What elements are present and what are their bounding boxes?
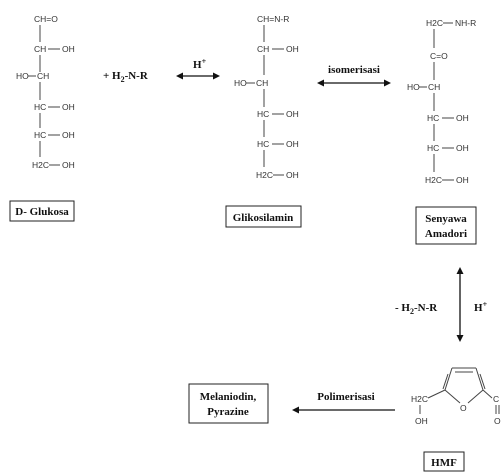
amadori-c4: HC: [427, 113, 439, 123]
glucose-c5: HC: [34, 130, 46, 140]
hmf-label: HMF: [431, 457, 457, 469]
amadori-label-box: [415, 206, 477, 245]
glycosylamine-c5-oh: OH: [286, 139, 299, 149]
amadori-c3-ho: HO: [407, 82, 420, 92]
hmf-label-box: [423, 451, 465, 472]
glycosylamine-c4-oh: OH: [286, 109, 299, 119]
glycosylamine-label-box: [225, 205, 302, 228]
glycosylamine-c2-oh: OH: [286, 44, 299, 54]
amadori-c1: H2C: [426, 18, 443, 28]
glycosylamine-c6: H2C: [256, 170, 273, 180]
amadori-c6-oh: OH: [456, 175, 469, 185]
amadori-label-line2: Amadori: [425, 228, 467, 240]
amadori-c6: H2C: [425, 175, 442, 185]
step2-label: isomerisasi: [328, 64, 380, 76]
amadori-c4-oh: OH: [456, 113, 469, 123]
hmf-aldehyde-c: C: [493, 394, 499, 404]
glucose-structure: CH=O CH OH HO CH HC OH HC OH H2C OH: [16, 14, 75, 170]
glycosylamine-c3-ho: HO: [234, 78, 247, 88]
glycosylamine-c6-oh: OH: [286, 170, 299, 180]
glucose-label: D- Glukosa: [15, 206, 69, 218]
amadori-c5: HC: [427, 143, 439, 153]
step4-arrow: [292, 406, 395, 414]
amadori-amine: NH-R: [455, 18, 476, 28]
glucose-label-box: [9, 200, 75, 222]
amadori-ketone: C=O: [430, 51, 448, 61]
glucose-c4: HC: [34, 102, 46, 112]
hmf-hydroxyl: OH: [415, 416, 428, 426]
glucose-c4-oh: OH: [62, 102, 75, 112]
hmf-ring-oxygen: O: [460, 403, 467, 413]
glucose-c2-oh: OH: [62, 44, 75, 54]
glucose-c2: CH: [34, 44, 46, 54]
step3-left-label: - H2-N-R: [395, 302, 438, 316]
amadori-label-line1: Senyawa: [425, 213, 467, 225]
products-line2: Pyrazine: [207, 406, 249, 418]
glycosylamine-imine: CH=N-R: [257, 14, 289, 24]
step1-catalyst: H+: [193, 57, 207, 71]
amadori-structure: H2C NH-R C=O HO CH HC OH HC OH H2C OH: [407, 18, 476, 185]
hmf-structure: O H2C OH C O: [411, 367, 501, 426]
glycosylamine-c3: CH: [256, 78, 268, 88]
products-label-box: [188, 383, 269, 424]
amadori-c5-oh: OH: [456, 143, 469, 153]
glucose-c6-oh: OH: [62, 160, 75, 170]
glycosylamine-structure: CH=N-R CH OH HO CH HC OH HC OH H2C OH: [234, 14, 299, 180]
step3-right-label: H+: [474, 300, 488, 314]
glycosylamine-c4: HC: [257, 109, 269, 119]
glucose-c5-oh: OH: [62, 130, 75, 140]
step1-arrow: [176, 72, 220, 80]
hmf-ch2: H2C: [411, 394, 428, 404]
step4-label: Polimerisasi: [317, 391, 374, 403]
step3-arrow: [456, 267, 464, 342]
glucose-c3: CH: [37, 71, 49, 81]
hmf-aldehyde-o: O: [494, 416, 501, 426]
glycosylamine-c2: CH: [257, 44, 269, 54]
glucose-c6: H2C: [32, 160, 49, 170]
products-line1: Melaniodin,: [200, 391, 257, 403]
glycosylamine-c5: HC: [257, 139, 269, 149]
amine-reactant: + H2-N-R: [103, 70, 149, 84]
glucose-c3-ho: HO: [16, 71, 29, 81]
amadori-c3: CH: [428, 82, 440, 92]
step2-arrow: [317, 79, 391, 87]
glycosylamine-label: Glikosilamin: [233, 212, 294, 224]
glucose-aldehyde: CH=O: [34, 14, 58, 24]
